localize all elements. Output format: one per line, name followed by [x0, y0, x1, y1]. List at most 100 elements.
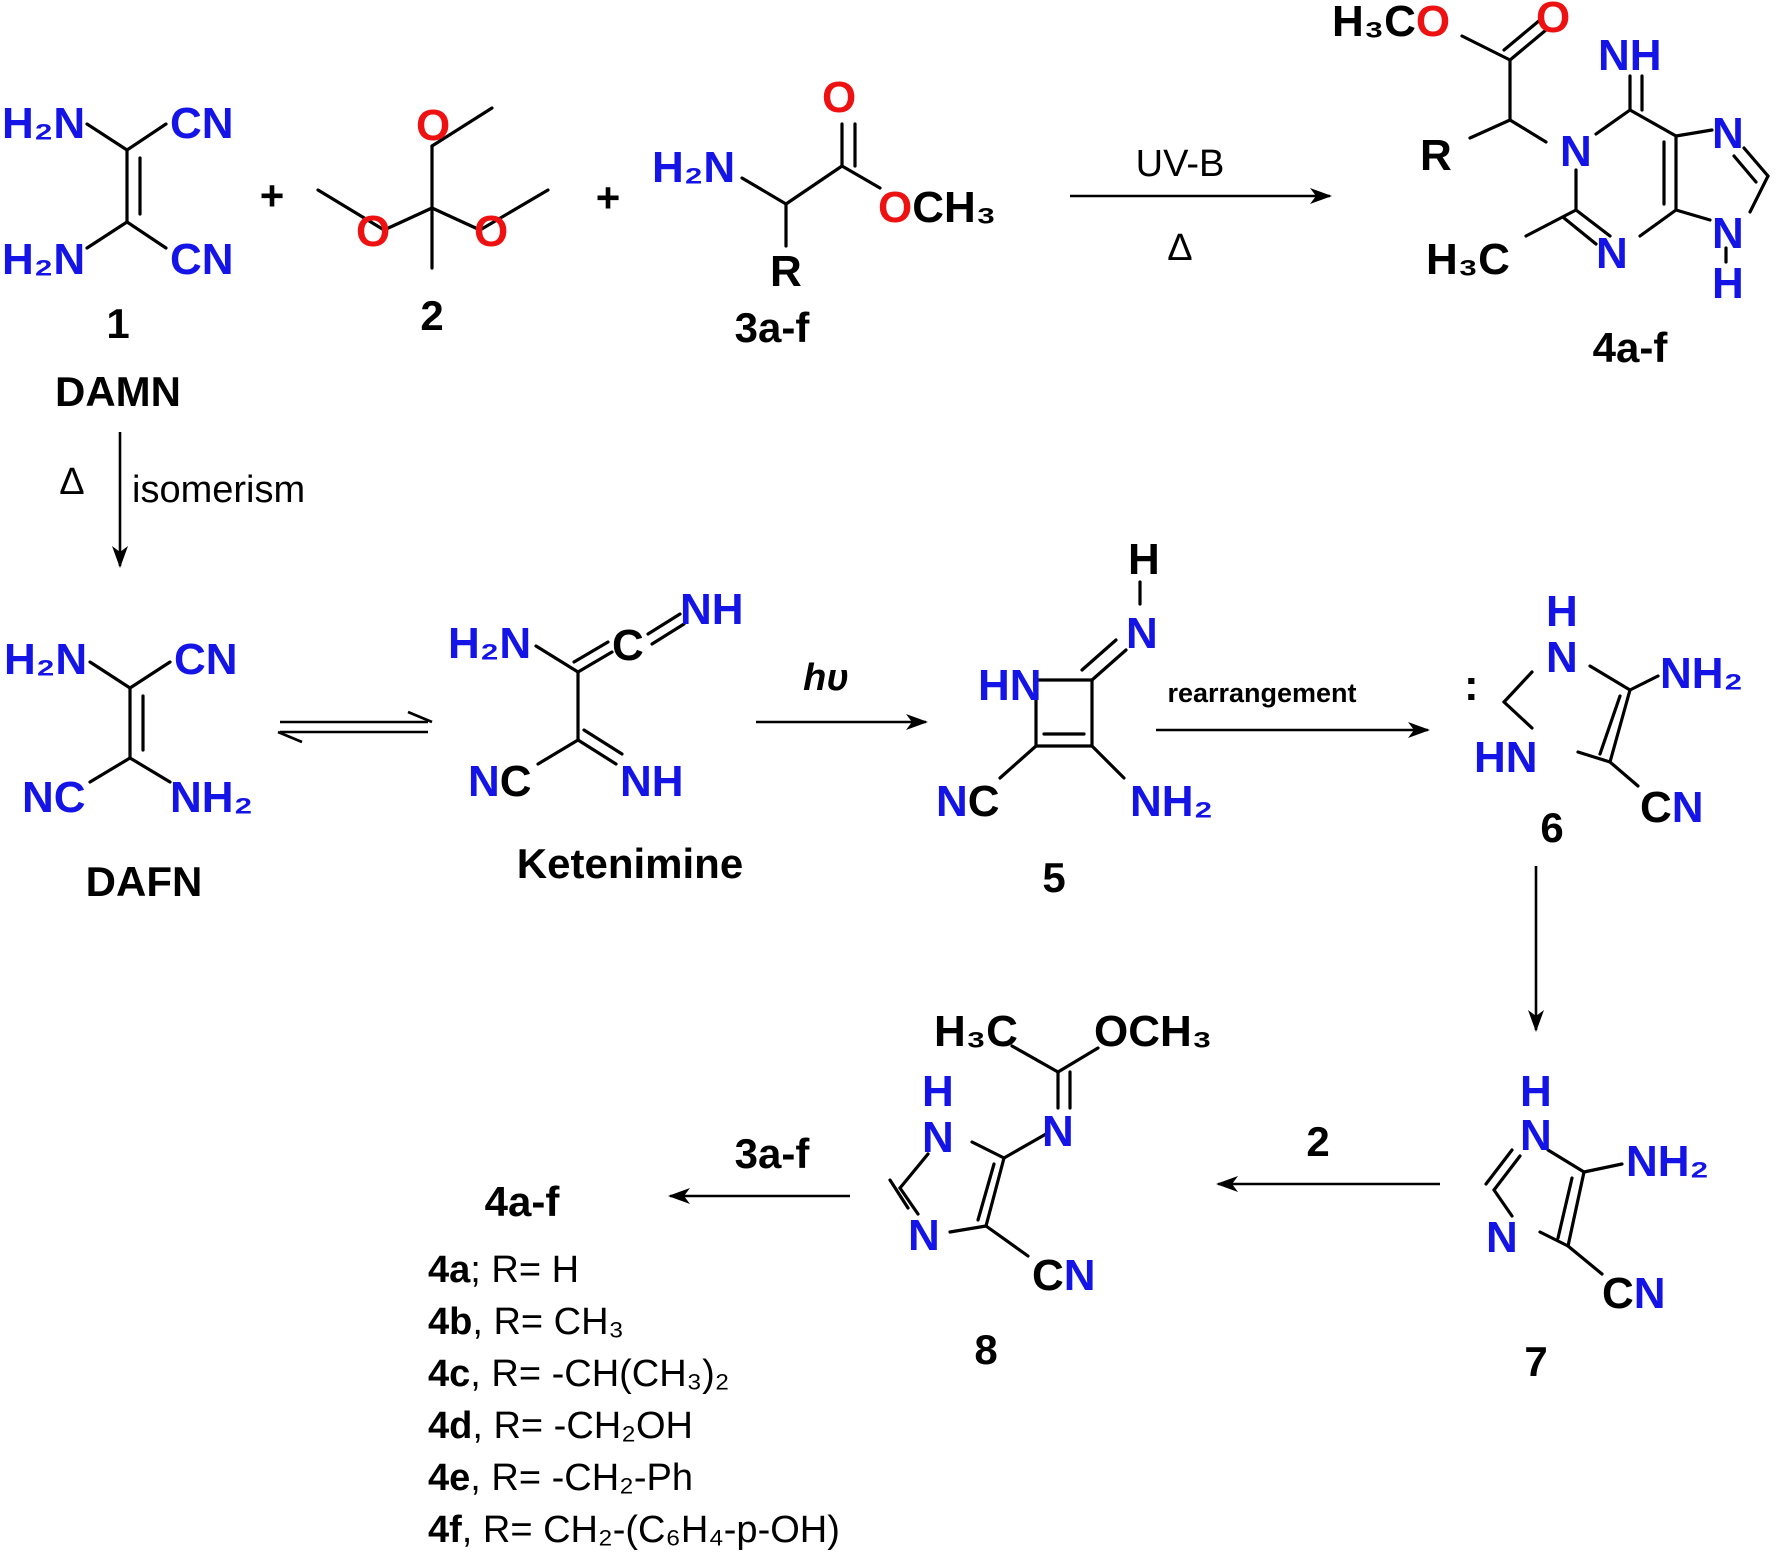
c5-ring-nh: HN	[978, 661, 1042, 710]
arrow-7-to-8: 2	[1216, 1118, 1440, 1192]
compound-1-number: 1	[106, 300, 129, 347]
ketenimine-imine-top: NH	[680, 585, 744, 634]
reagent-2: 2	[1306, 1118, 1329, 1165]
condition-heat-main: Δ	[1167, 227, 1192, 269]
damn-amino-bottom: H₂N	[2, 235, 85, 284]
compound-ketenimine: H₂N C NH NC NH Ketenimine	[448, 585, 744, 887]
compound-1-damn: H₂N CN H₂N CN 1 DAMN	[2, 99, 234, 415]
c8-n1-hydrogen: H	[922, 1067, 954, 1116]
r-group-legend: 4a-f 4a; R= H 4b, R= CH₃ 4c, R= -CH(CH₃)…	[428, 1178, 840, 1551]
rearrangement-arrow: rearrangement	[1156, 678, 1430, 738]
ketenimine-imine-bottom: NH	[620, 757, 684, 806]
orthoester-oxygen-top: O	[416, 101, 450, 150]
arrow-8-to-4: 3a-f	[668, 1130, 850, 1204]
c7-n1: N	[1520, 1111, 1552, 1160]
aminoester-r-group: R	[770, 247, 802, 296]
ketenimine-carbon: C	[612, 621, 644, 670]
compound-3-number: 3a-f	[735, 304, 811, 351]
legend-item: 4c, R= -CH(CH₃)₂	[428, 1353, 730, 1395]
c7-amino: NH₂	[1626, 1137, 1709, 1186]
dafn-cyano-bottom: NC	[22, 773, 86, 822]
ketenimine-cyano: NC	[468, 757, 532, 806]
condition-isomerism: isomerism	[132, 469, 305, 511]
c5-imine-n: N	[1126, 609, 1158, 658]
c6-amino: NH₂	[1660, 649, 1743, 698]
product-imine: NH	[1598, 31, 1662, 80]
compound-6-carbene: H N NH₂ : HN CN 6	[1464, 587, 1743, 851]
c6-carbene-lone-pair: :	[1464, 661, 1479, 710]
compound-dafn-name: DAFN	[86, 858, 203, 905]
orthoester-oxygen-left: O	[356, 207, 390, 256]
condition-hv: hυ	[803, 657, 849, 699]
compound-2-number: 2	[420, 292, 443, 339]
c5-hydrogen: H	[1128, 535, 1160, 584]
compound-ketenimine-name: Ketenimine	[517, 840, 743, 887]
c8-methoxy: OCH₃	[1094, 1007, 1212, 1056]
c8-n3: N	[908, 1211, 940, 1260]
aminoester-methoxy: OCH₃	[878, 183, 996, 232]
compound-7-aminoimidazole: H N NH₂ N CN 7	[1484, 1067, 1709, 1385]
condition-heat-isomerism: Δ	[59, 461, 84, 503]
c8-imidate-n: N	[1042, 1107, 1074, 1156]
compound-8-number: 8	[974, 1326, 997, 1373]
compound-8-imidate: H₃C OCH₃ H N N N CN 8	[888, 1007, 1212, 1373]
main-reaction-arrow: UV-B Δ	[1070, 143, 1332, 269]
product-methyl: H₃C	[1426, 235, 1510, 284]
c5-cyano: NC	[936, 777, 1000, 826]
damn-amino-top: H₂N	[2, 99, 85, 148]
product-4-purine: H₃CO O NH R N N H₃C N N H 4a-f	[1332, 0, 1770, 371]
legend-title: 4a-f	[485, 1178, 561, 1225]
orthoester-oxygen-right: O	[474, 207, 508, 256]
plus-sign-1: +	[260, 172, 285, 219]
compound-2-orthoester: O O O 2	[316, 101, 550, 339]
c8-n1: N	[922, 1113, 954, 1162]
legend-item: 4b, R= CH₃	[428, 1301, 624, 1343]
compound-5-number: 5	[1042, 854, 1065, 901]
compound-1-name: DAMN	[55, 368, 181, 415]
isomerism-arrow: Δ isomerism	[59, 432, 305, 568]
equilibrium-arrow	[277, 710, 433, 744]
reagent-3: 3a-f	[735, 1130, 811, 1177]
condition-uvb: UV-B	[1136, 143, 1225, 185]
product-r-group: R	[1420, 131, 1452, 180]
legend-item: 4e, R= -CH₂-Ph	[428, 1457, 693, 1499]
product-n9-hydrogen: H	[1712, 259, 1744, 308]
c6-n3: HN	[1474, 733, 1538, 782]
c7-n1-hydrogen: H	[1520, 1067, 1552, 1116]
condition-rearrangement: rearrangement	[1167, 678, 1356, 708]
c6-n1: N	[1546, 633, 1578, 682]
legend-item: 4f, R= CH₂-(C₆H₄-p-OH)	[428, 1509, 840, 1551]
compound-dafn: H₂N CN NC NH₂ DAFN	[4, 635, 253, 905]
product-n9: N	[1712, 209, 1744, 258]
dafn-amino-top: H₂N	[4, 635, 87, 684]
c5-amino: NH₂	[1130, 777, 1213, 826]
compound-4-number: 4a-f	[1593, 324, 1669, 371]
aminoester-carbonyl-oxygen: O	[822, 73, 856, 122]
product-methoxy-carbonyl: H₃CO	[1332, 0, 1450, 46]
c8-cyano: CN	[1032, 1251, 1096, 1300]
compound-3-aminoester: H₂N O OCH₃ R 3a-f	[652, 73, 996, 351]
c6-cyano: CN	[1640, 783, 1704, 832]
ketenimine-amino: H₂N	[448, 619, 531, 668]
compound-5-azetine: H N HN NC NH₂ 5	[936, 535, 1213, 901]
dafn-cyano-top: CN	[174, 635, 238, 684]
c6-n1-hydrogen: H	[1546, 587, 1578, 636]
compound-6-number: 6	[1540, 804, 1563, 851]
photochemical-arrow: hυ	[756, 657, 928, 730]
damn-cyano-bottom: CN	[170, 235, 234, 284]
product-n1: N	[1560, 127, 1592, 176]
c8-methyl: H₃C	[934, 1007, 1018, 1056]
legend-item: 4d, R= -CH₂OH	[428, 1405, 693, 1447]
compound-7-number: 7	[1524, 1338, 1547, 1385]
c7-cyano: CN	[1602, 1269, 1666, 1318]
product-carbonyl-oxygen: O	[1536, 0, 1570, 42]
product-n3: N	[1596, 229, 1628, 278]
dafn-amino-bottom: NH₂	[170, 773, 253, 822]
plus-sign-2: +	[596, 174, 621, 221]
legend-item: 4a; R= H	[428, 1249, 579, 1291]
product-n7: N	[1712, 109, 1744, 158]
damn-cyano-top: CN	[170, 99, 234, 148]
aminoester-amino: H₂N	[652, 143, 735, 192]
c7-n3: N	[1486, 1213, 1518, 1262]
